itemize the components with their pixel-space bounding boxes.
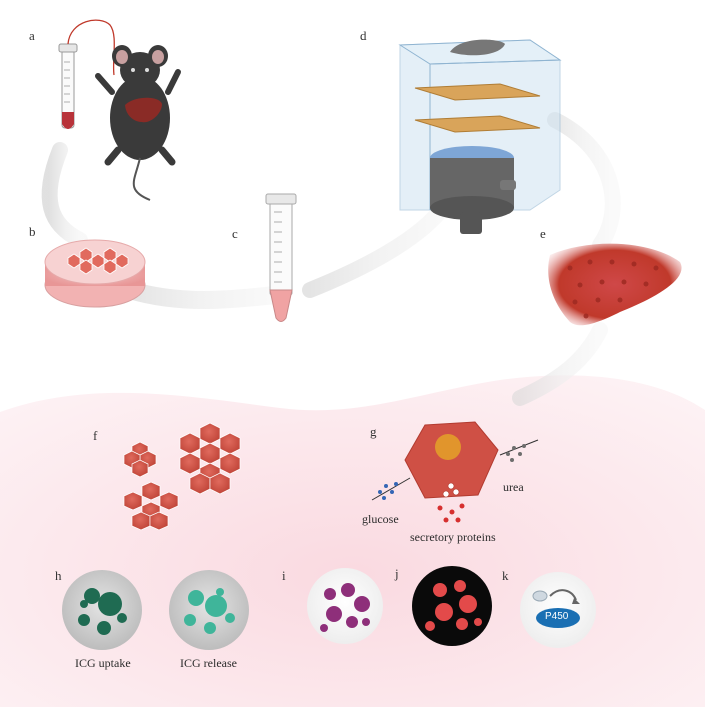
liver-in-mouse <box>125 97 162 123</box>
urea-dots <box>506 444 526 462</box>
liver-icon <box>548 243 682 326</box>
panel-label-f: f <box>93 428 98 443</box>
panel-label-i: i <box>282 568 286 583</box>
fluorescence-circle <box>412 566 492 646</box>
organoid-cluster-icon <box>123 422 241 531</box>
caption-icg-uptake: ICG uptake <box>75 656 131 670</box>
panel-label-a: a <box>29 28 35 43</box>
panel-label-e: e <box>540 226 546 241</box>
caption-glucose: glucose <box>362 512 399 526</box>
caption-secretory-proteins: secretory proteins <box>410 530 496 544</box>
syringe-tube-icon <box>58 19 115 129</box>
panel-label-b: b <box>29 224 36 239</box>
caption-urea: urea <box>503 480 524 494</box>
centrifuge-tube-icon <box>265 193 297 322</box>
glucose-dots <box>378 482 398 500</box>
icg-release-circle <box>169 570 249 650</box>
icg-uptake-circle <box>62 570 142 650</box>
petri-dish-icon <box>44 239 146 308</box>
panel-label-d: d <box>360 28 367 43</box>
caption-p450: P450 <box>545 611 569 622</box>
hepatocyte-icon <box>371 421 539 523</box>
bioreactor-icon <box>398 39 562 234</box>
stain-circle <box>307 568 383 644</box>
panel-label-j: j <box>395 566 399 581</box>
mouse-icon <box>95 45 181 201</box>
panel-label-k: k <box>502 568 509 583</box>
p450-circle <box>520 572 596 648</box>
panel-label-h: h <box>55 568 62 583</box>
panel-label-g: g <box>370 424 377 439</box>
caption-icg-release: ICG release <box>180 656 237 670</box>
process-arcs <box>41 112 621 406</box>
secretory-dots <box>437 503 465 523</box>
panel-label-c: c <box>232 226 238 241</box>
